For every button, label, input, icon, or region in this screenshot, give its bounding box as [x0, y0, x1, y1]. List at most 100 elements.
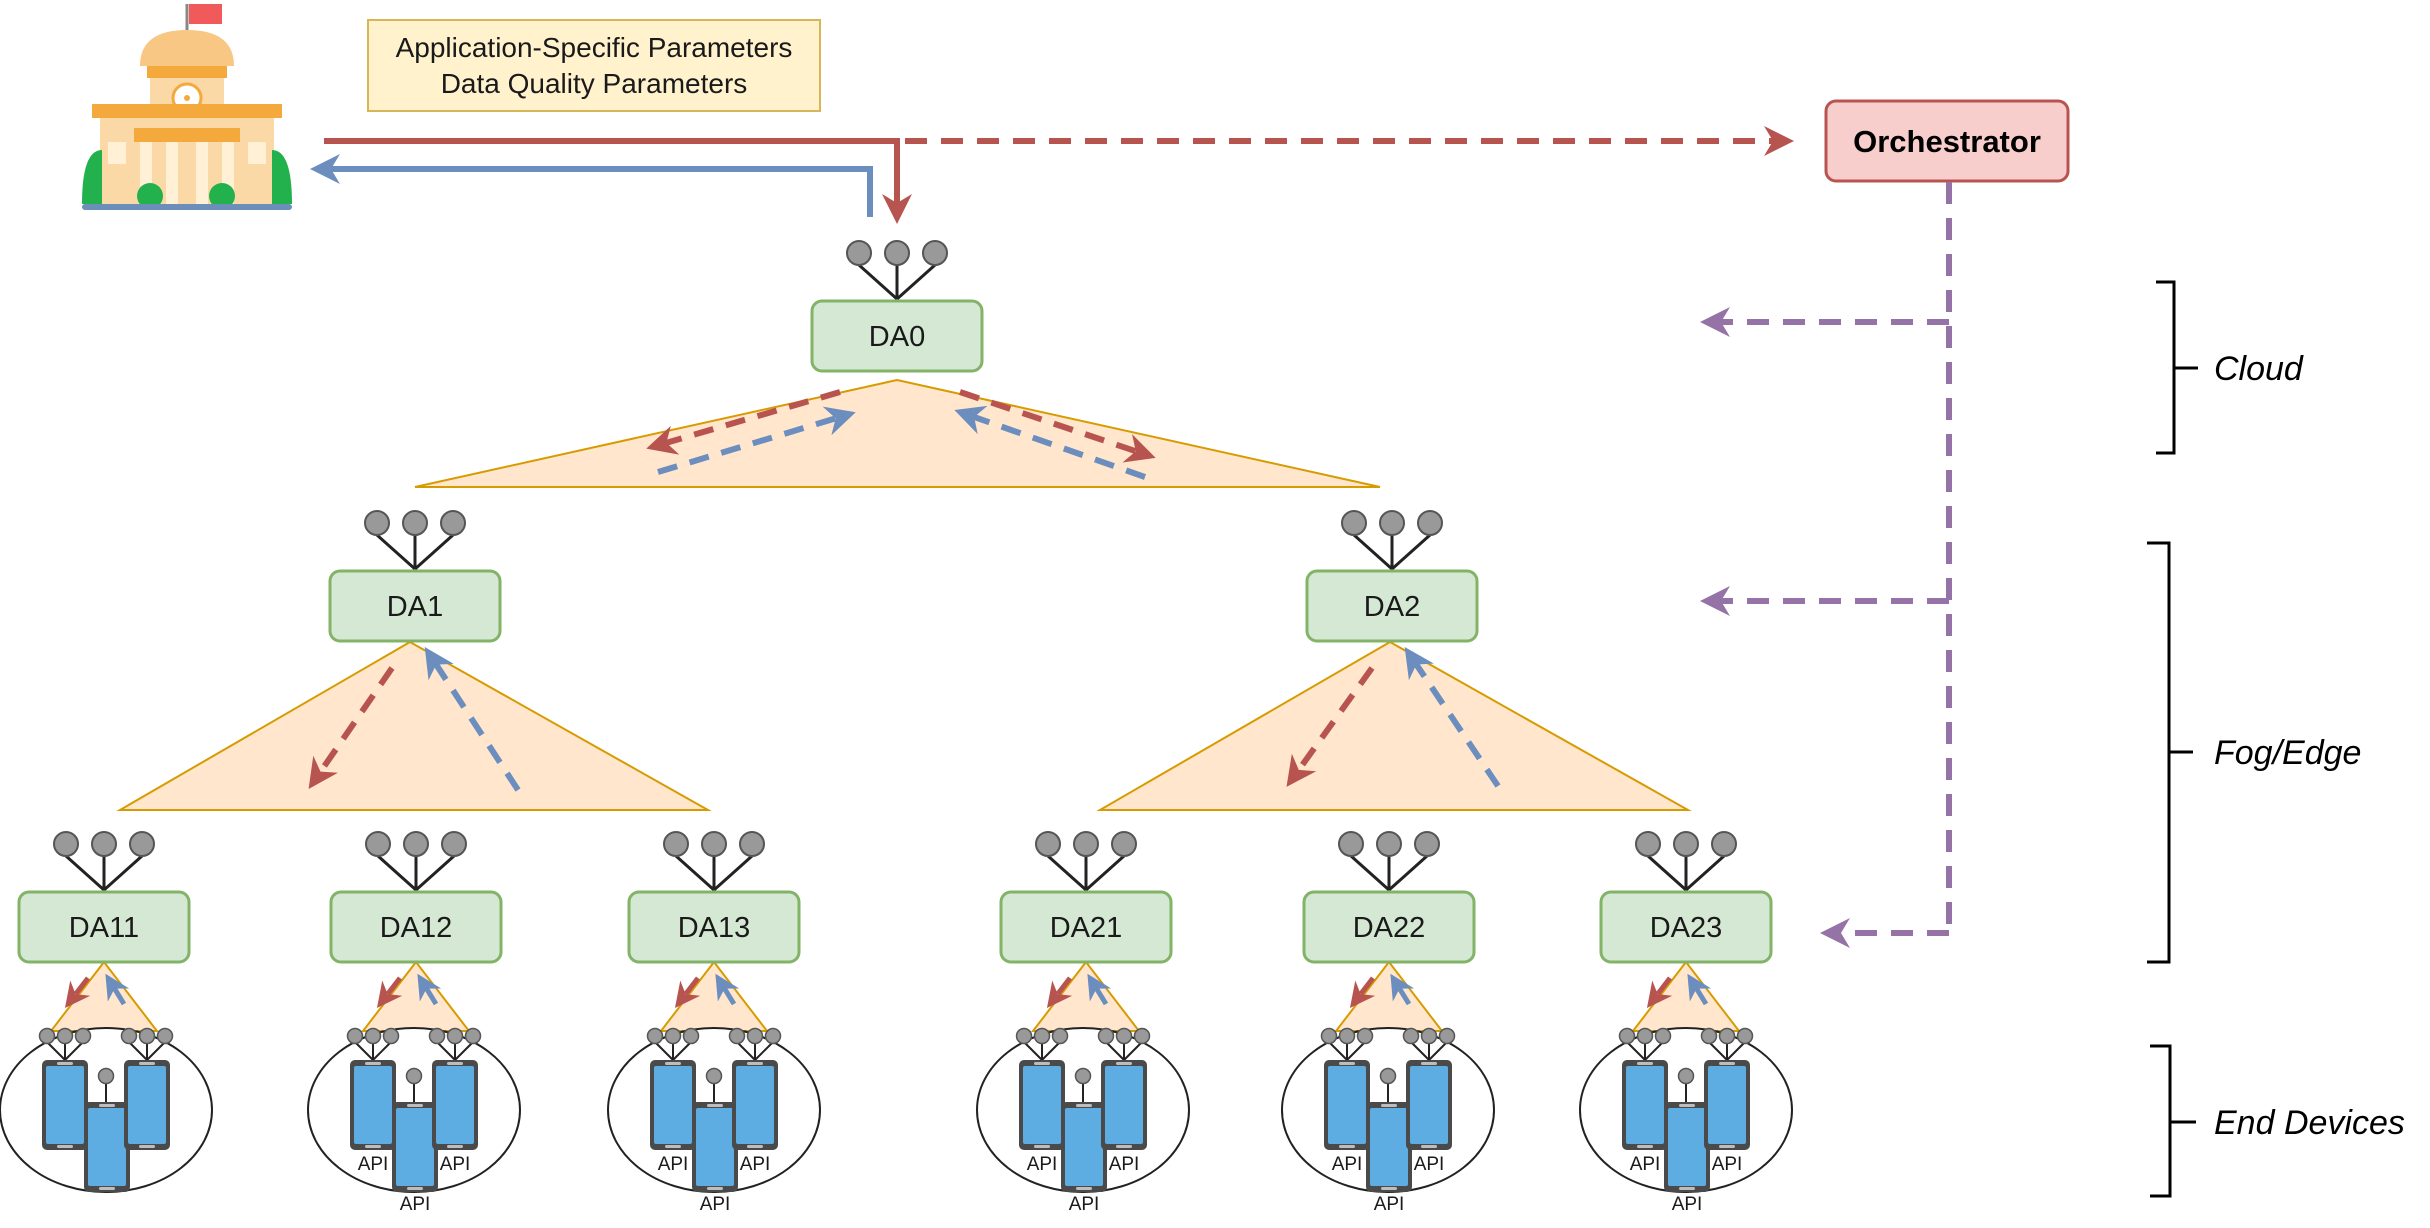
da12-aggregation-triangle: [360, 960, 472, 1032]
smartphone-icon: [1664, 1102, 1710, 1192]
da11-response-arrow: [105, 973, 130, 1006]
sensor-icon: [1718, 1027, 1736, 1045]
api-label: API: [1069, 1194, 1100, 1215]
da11-aggregation-triangle: [48, 960, 160, 1032]
da2-aggregation-triangle: [1096, 640, 1692, 811]
api-label: API: [358, 1154, 389, 1175]
da23-aggregation-triangle: [1630, 960, 1742, 1032]
sensor-icon: [1379, 1067, 1397, 1085]
response-to-building-arrow: [310, 154, 873, 217]
sensor-icon: [739, 831, 765, 857]
api-label: API: [1630, 1154, 1661, 1175]
orchestrator-control-lines: [1700, 182, 1952, 948]
sensor-icon: [1700, 1027, 1718, 1045]
da2-response-arrow: [1404, 647, 1501, 788]
sensor-icon: [1654, 1027, 1672, 1045]
parameters-box: Application-Specific Parameters Data Qua…: [367, 19, 821, 112]
smartphone-icon: [392, 1102, 438, 1192]
sensor-icon: [464, 1027, 482, 1045]
da0-response-arrow-left: [657, 406, 856, 475]
da13-request-arrow: [674, 976, 701, 1008]
sensor-icon: [705, 1067, 723, 1085]
sensor-icon: [664, 1027, 682, 1045]
sensor-icon: [1402, 1027, 1420, 1045]
cloud-tier-label: Cloud: [2214, 350, 2304, 388]
sensor-icon: [364, 510, 390, 536]
smartphone-icon: [350, 1060, 396, 1150]
da1-aggregation-triangle: [116, 640, 712, 811]
sensor-icon: [1736, 1027, 1754, 1045]
sensor-icon: [428, 1027, 446, 1045]
api-label: API: [740, 1154, 771, 1175]
smartphone-icon: [42, 1060, 88, 1150]
da22-request-arrow: [1349, 976, 1376, 1008]
sensor-icon: [97, 1067, 115, 1085]
da23-label: DA23: [1650, 912, 1723, 944]
cloud-tier-bracket: Cloud: [2156, 280, 2304, 455]
da0-sensors: [846, 240, 948, 301]
da1-node: DA1: [328, 510, 502, 643]
da11-sensors: [53, 831, 155, 892]
end-devices-tier-label: End Devices: [2214, 1104, 2405, 1142]
fog-edge-tier-bracket: Fog/Edge: [2147, 541, 2361, 964]
sensor-icon: [446, 1027, 464, 1045]
sensor-icon: [1341, 510, 1367, 536]
da23-request-arrow: [1646, 976, 1673, 1008]
smartphone-icon: [1366, 1102, 1412, 1192]
sensor-icon: [701, 831, 727, 857]
fog-edge-tier-label: Fog/Edge: [2214, 734, 2361, 772]
sensor-icon: [1414, 831, 1440, 857]
sensor-icon: [1033, 1027, 1051, 1045]
building-icon: [82, 4, 292, 210]
api-label: API: [1332, 1154, 1363, 1175]
data-quality-parameters-label: Data Quality Parameters: [441, 68, 748, 99]
smartphone-icon: [1061, 1102, 1107, 1192]
da1-request-arrow: [308, 666, 395, 789]
end-devices-tier-bracket: End Devices: [2150, 1044, 2405, 1198]
sensor-icon: [346, 1027, 364, 1045]
sensor-icon: [403, 831, 429, 857]
da0-aggregation-triangle: [414, 378, 1381, 488]
sensor-icon: [1417, 510, 1443, 536]
da12-response-arrow: [417, 973, 442, 1006]
da22-node: DA22: [1302, 831, 1476, 964]
sensor-icon: [846, 240, 872, 266]
da13-aggregation-triangle: [658, 960, 770, 1032]
smartphone-icon: [1704, 1060, 1750, 1150]
da21-aggregation-triangle: [1030, 960, 1142, 1032]
sensor-icon: [746, 1027, 764, 1045]
sensor-icon: [646, 1027, 664, 1045]
sensor-icon: [1376, 831, 1402, 857]
da11-node: DA11: [17, 831, 191, 964]
da23-response-arrow: [1687, 973, 1712, 1006]
api-label: API: [1109, 1154, 1140, 1175]
da13-sensors: [663, 831, 765, 892]
sensor-icon: [1438, 1027, 1456, 1045]
orchestrator-box: Orchestrator: [1824, 99, 2070, 183]
sensor-icon: [1420, 1027, 1438, 1045]
sensor-icon: [1338, 831, 1364, 857]
sensor-icon: [1073, 831, 1099, 857]
da13-response-arrow: [715, 973, 740, 1006]
da2-node: DA2: [1305, 510, 1479, 643]
sensor-icon: [440, 510, 466, 536]
da12-label: DA12: [380, 912, 453, 944]
sensor-icon: [1379, 510, 1405, 536]
sensor-icon: [922, 240, 948, 266]
sensor-icon: [38, 1027, 56, 1045]
api-label: API: [1672, 1194, 1703, 1215]
sensor-icon: [1673, 831, 1699, 857]
sensor-icon: [1356, 1027, 1374, 1045]
sensor-icon: [764, 1027, 782, 1045]
sensor-icon: [56, 1027, 74, 1045]
sensor-icon: [1111, 831, 1137, 857]
smartphone-icon: [1101, 1060, 1147, 1150]
sensor-icon: [1677, 1067, 1695, 1085]
sensor-icon: [1636, 1027, 1654, 1045]
da22-response-arrow: [1390, 973, 1415, 1006]
